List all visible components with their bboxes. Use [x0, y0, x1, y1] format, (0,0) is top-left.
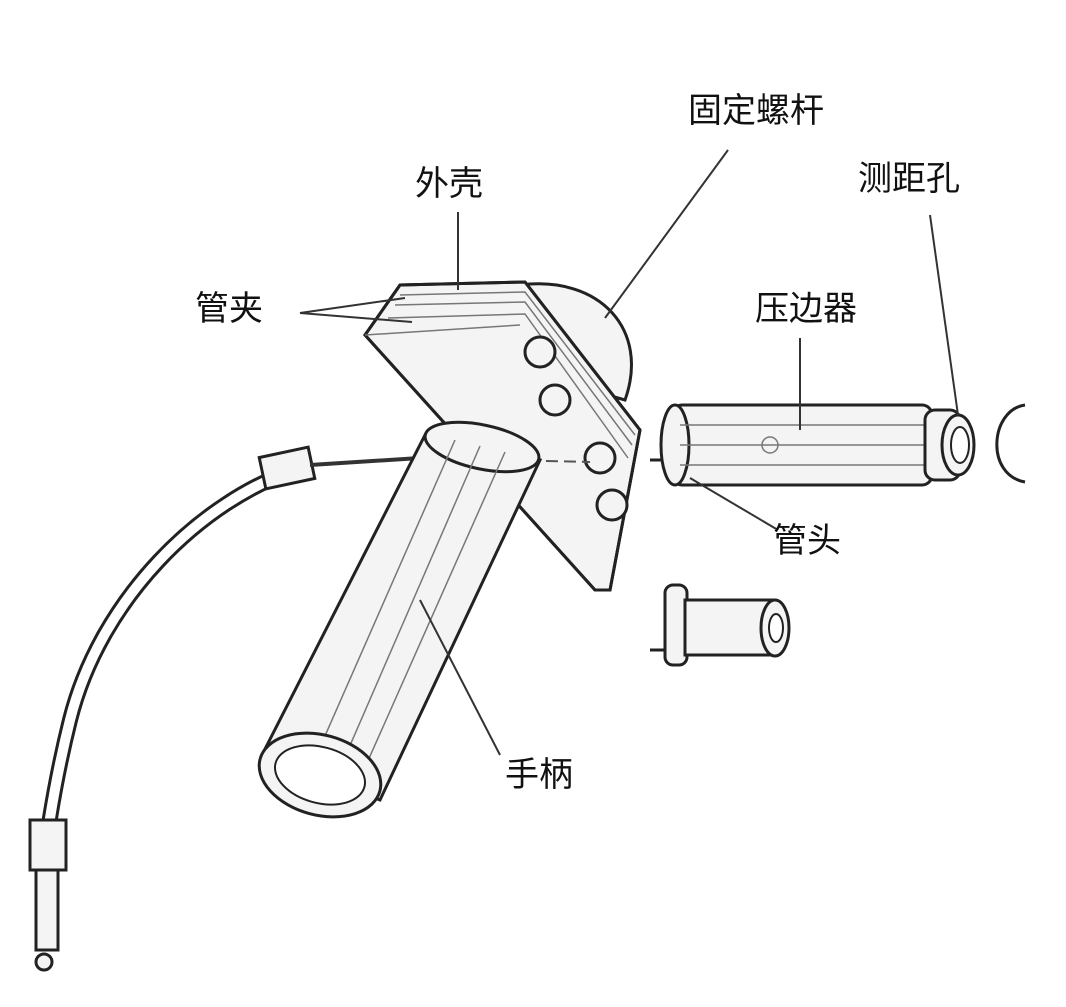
leader-pipe-clamp-2: [299, 312, 413, 323]
handle: [257, 420, 543, 819]
label-pipe-head: 管头: [773, 521, 841, 561]
leader-pipe-head: [689, 477, 779, 531]
label-handle: 手柄: [505, 755, 573, 795]
leader-fixing-screw: [604, 149, 729, 319]
edge-presser: [650, 403, 1026, 487]
label-fixing-screw: 固定螺杆: [688, 91, 824, 131]
label-edge-presser: 压边器: [755, 289, 857, 329]
leader-handle: [419, 599, 501, 756]
leader-pipe-clamp-1: [299, 297, 406, 314]
label-pipe-clamp: 管夹: [195, 289, 263, 329]
leader-ranging-hole: [929, 214, 959, 416]
label-ranging-hole: 测距孔: [858, 159, 960, 199]
label-housing: 外壳: [415, 164, 483, 204]
c-clip: [995, 403, 1026, 484]
pipe-head: [650, 583, 791, 667]
cable: [28, 445, 421, 972]
